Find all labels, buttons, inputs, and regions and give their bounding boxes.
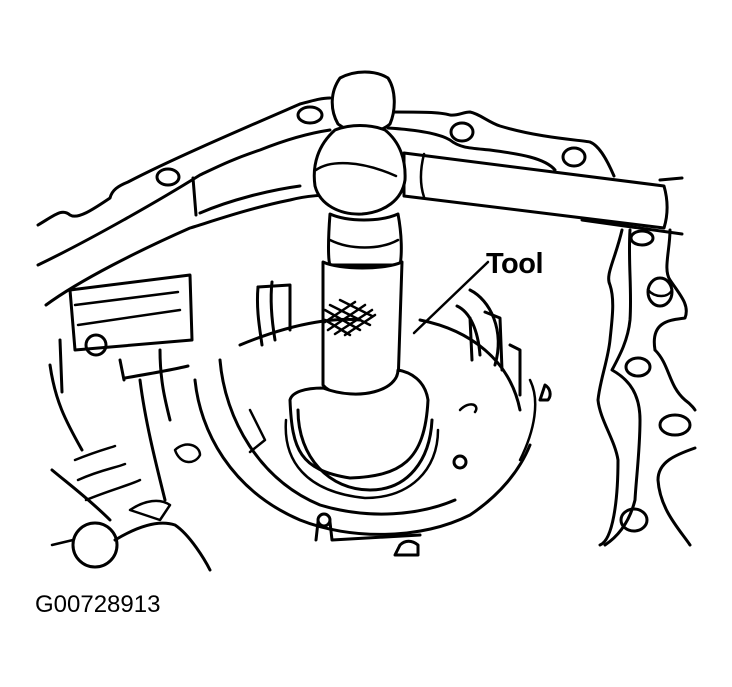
hammer [312, 70, 669, 230]
figure-id: G00728913 [35, 591, 161, 618]
tool-callout-label: Tool [486, 248, 544, 280]
case-flange-upper [36, 96, 684, 307]
case-bore [193, 280, 552, 557]
seal-installer-tool [284, 212, 440, 500]
case-flange-right [580, 218, 697, 547]
case-left-details [48, 273, 212, 572]
